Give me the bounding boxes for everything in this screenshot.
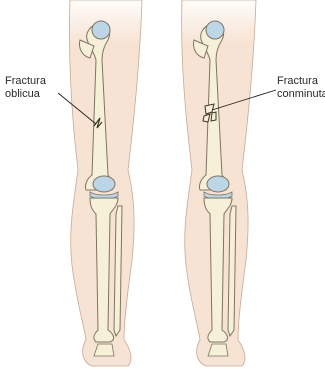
- left-foot-bones: [94, 344, 114, 356]
- oblique-label-line2: oblicua: [5, 88, 46, 101]
- comminuted-fracture-label: Fractura conminuta: [277, 75, 325, 101]
- right-femoral-head: [206, 21, 224, 39]
- comminuted-label-line1: Fractura: [277, 75, 325, 88]
- left-femoral-head: [92, 21, 110, 39]
- oblique-label-line1: Fractura: [5, 75, 46, 88]
- oblique-fracture-label: Fractura oblicua: [5, 75, 46, 101]
- right-patella: [207, 176, 229, 192]
- right-foot-bones: [208, 344, 228, 356]
- left-leg: [69, 0, 142, 366]
- right-leg: [182, 0, 256, 366]
- comminuted-label-line2: conminuta: [277, 88, 325, 101]
- left-patella: [93, 176, 115, 192]
